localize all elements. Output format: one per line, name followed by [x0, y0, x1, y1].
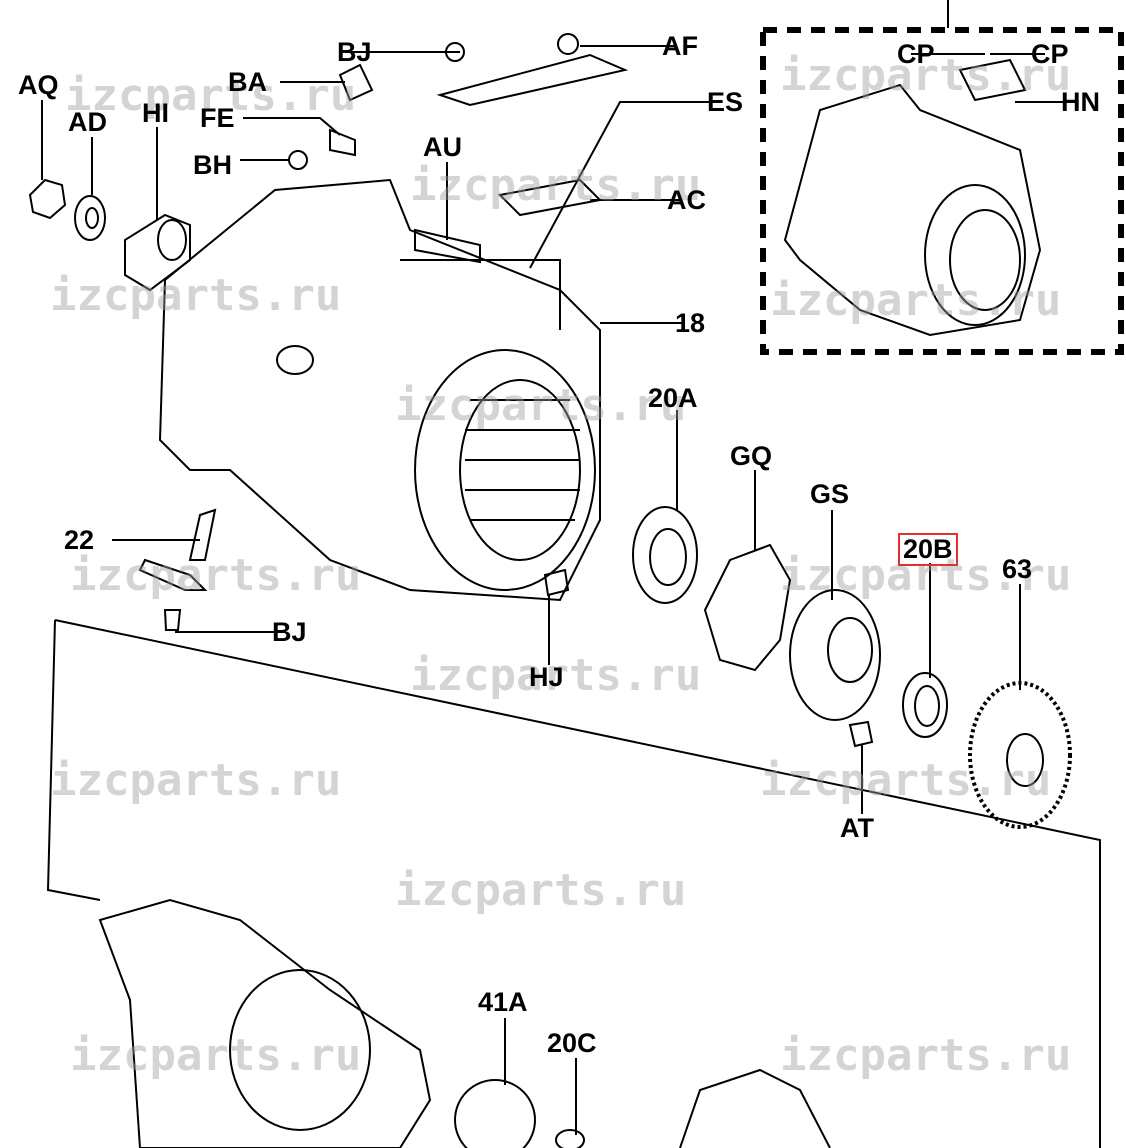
armature-assembly — [46, 619, 1101, 1148]
label-BJ-top[interactable]: BJ — [337, 37, 372, 67]
label-22[interactable]: 22 — [64, 525, 95, 555]
label-CP-right[interactable]: CP — [1031, 39, 1069, 69]
label-18[interactable]: 18 — [675, 308, 706, 338]
label-GQ[interactable]: GQ — [730, 441, 773, 471]
label-ES[interactable]: ES — [707, 87, 744, 117]
drive-end-parts — [632, 506, 1072, 829]
inset-frame — [760, 27, 1124, 355]
label-41A[interactable]: 41A — [478, 987, 528, 1017]
housing-18 — [158, 178, 601, 602]
label-20A[interactable]: 20A — [648, 383, 698, 413]
label-BH[interactable]: BH — [193, 150, 232, 180]
label-BA[interactable]: BA — [228, 67, 267, 97]
label-AU[interactable]: AU — [423, 132, 462, 162]
label-AD[interactable]: AD — [68, 107, 107, 137]
label-AF[interactable]: AF — [662, 31, 698, 61]
label-63[interactable]: 63 — [1002, 554, 1033, 584]
label-AT[interactable]: AT — [840, 813, 874, 843]
inset-housing — [783, 83, 1042, 337]
label-AC[interactable]: AC — [667, 185, 706, 215]
label-CP-left[interactable]: CP — [897, 39, 935, 69]
label-FE[interactable]: FE — [200, 103, 235, 133]
label-HJ[interactable]: HJ — [529, 662, 564, 692]
label-GS[interactable]: GS — [810, 479, 850, 509]
label-20C[interactable]: 20C — [547, 1028, 597, 1058]
label-HN[interactable]: HN — [1061, 87, 1100, 117]
label-BJ-bottom[interactable]: BJ — [272, 617, 307, 647]
label-AQ[interactable]: AQ — [18, 70, 59, 100]
label-20B-highlighted[interactable]: 20B — [898, 533, 958, 566]
leader-lines — [41, 45, 1074, 1135]
label-HI[interactable]: HI — [142, 98, 169, 128]
